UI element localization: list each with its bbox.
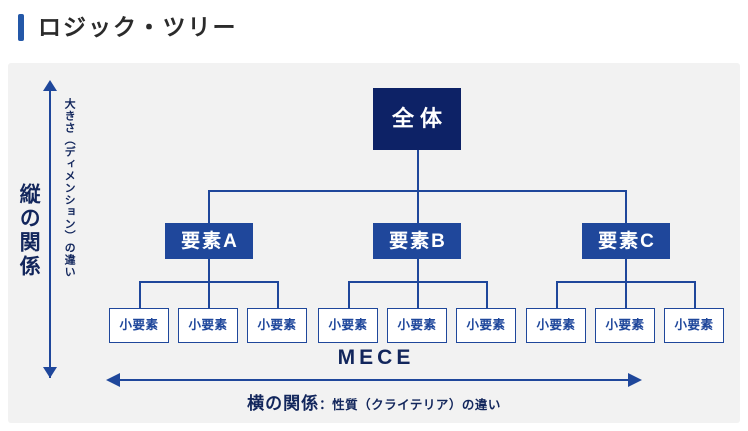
connector-branch-c-stem bbox=[625, 259, 627, 281]
tree-node-branch-b[interactable]: 要素B bbox=[373, 223, 461, 259]
tree-node-root[interactable]: 全体 bbox=[373, 88, 461, 150]
connector-drop-branch-c bbox=[625, 190, 627, 223]
tree-node-leaf-c2[interactable]: 小要素 bbox=[595, 308, 655, 343]
tree-node-leaf-c3[interactable]: 小要素 bbox=[664, 308, 724, 343]
connector-drop-branch-a bbox=[208, 190, 210, 223]
connector-drop-b3 bbox=[486, 281, 488, 308]
connector-drop-a1 bbox=[139, 281, 141, 308]
vertical-axis-sub-label: 大きさ（ディメンション）の違い bbox=[63, 98, 76, 278]
horizontal-caption-small: 性質（クライテリア）の違い bbox=[332, 398, 501, 412]
vertical-axis-arrow-down-icon bbox=[43, 367, 57, 378]
connector-drop-a3 bbox=[277, 281, 279, 308]
connector-drop-a2 bbox=[208, 281, 210, 308]
horizontal-axis-line bbox=[120, 379, 628, 381]
tree-node-leaf-c1[interactable]: 小要素 bbox=[526, 308, 586, 343]
connector-branch-b-stem bbox=[417, 259, 419, 281]
connector-drop-c2 bbox=[625, 281, 627, 308]
connector-branch-a-stem bbox=[208, 259, 210, 281]
tree-node-leaf-a2[interactable]: 小要素 bbox=[178, 308, 238, 343]
vertical-axis-main-label: 縦の関係 bbox=[17, 183, 41, 279]
page-title: ロジック・ツリー bbox=[18, 14, 238, 41]
horizontal-axis-arrow-right-icon bbox=[628, 373, 642, 387]
connector-drop-c3 bbox=[694, 281, 696, 308]
vertical-axis-arrow-up-icon bbox=[43, 80, 57, 91]
tree-node-branch-a[interactable]: 要素A bbox=[165, 223, 253, 259]
vertical-axis-line bbox=[49, 88, 51, 378]
tree-node-leaf-a3[interactable]: 小要素 bbox=[247, 308, 307, 343]
horizontal-axis-arrow-left-icon bbox=[106, 373, 120, 387]
diagram-panel: 縦の関係 大きさ（ディメンション）の違い 全体 要素A 要素B 要素 bbox=[8, 63, 740, 423]
tree-node-leaf-b2[interactable]: 小要素 bbox=[387, 308, 447, 343]
horizontal-caption-separator: ： bbox=[319, 397, 333, 412]
tree-node-branch-c[interactable]: 要素C bbox=[582, 223, 670, 259]
horizontal-axis-caption: 横の関係：性質（クライテリア）の違い bbox=[8, 389, 740, 414]
page-title-text: ロジック・ツリー bbox=[38, 14, 238, 40]
connector-drop-b2 bbox=[417, 281, 419, 308]
mece-label: MECE bbox=[337, 346, 415, 369]
horizontal-caption-strong: 横の関係 bbox=[247, 394, 320, 413]
connector-drop-c1 bbox=[556, 281, 558, 308]
title-accent-bar-icon bbox=[18, 14, 24, 41]
tree-node-leaf-a1[interactable]: 小要素 bbox=[109, 308, 169, 343]
connector-root-stem bbox=[417, 150, 419, 190]
tree-node-leaf-b1[interactable]: 小要素 bbox=[318, 308, 378, 343]
tree-node-leaf-b3[interactable]: 小要素 bbox=[456, 308, 516, 343]
connector-drop-b1 bbox=[348, 281, 350, 308]
connector-drop-branch-b bbox=[417, 190, 419, 223]
